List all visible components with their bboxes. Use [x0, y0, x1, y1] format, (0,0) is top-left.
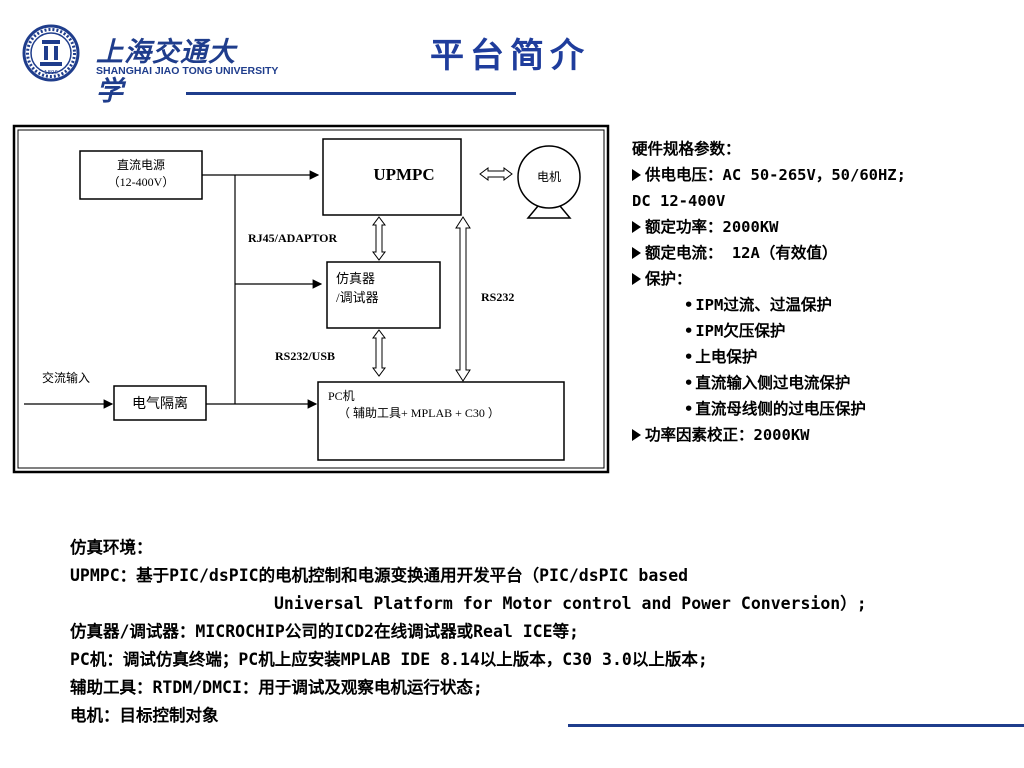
dc-source-box — [79, 150, 203, 200]
arrow-bullet-icon — [632, 221, 641, 233]
spec-heading: 硬件规格参数： — [632, 140, 741, 158]
upmpc-label: UPMPC — [373, 165, 434, 184]
notes-upmpc-cont: Universal Platform for Motor control and… — [274, 594, 867, 613]
spec-pf: 功率因素校正：2000KW — [632, 422, 1016, 448]
footer-rule — [568, 724, 1024, 727]
spec-voltage: 供电电压：AC 50-265V，50/60HZ; — [632, 162, 1016, 188]
spec-voltage-cont: DC 12-400V — [632, 192, 726, 210]
seal-year: 1896 — [44, 70, 58, 76]
notes-motor: 电机：目标控制对象 — [70, 706, 219, 725]
logo-english-name: SHANGHAI JIAO TONG UNIVERSITY — [96, 65, 279, 77]
diagram-frame-outer — [12, 124, 610, 474]
dc-source-label-1: 直流电源 — [117, 158, 165, 172]
pc-label-1: PC机 — [328, 389, 355, 403]
spec-current: 额定电流： 12A（有效值） — [632, 240, 1016, 266]
emulator-box — [326, 261, 441, 329]
notes-tools: 辅助工具：RTDM/DMCI：用于调试及观察电机运行状态; — [70, 678, 483, 697]
notes-heading: 仿真环境： — [70, 538, 153, 557]
hardware-spec-list: 硬件规格参数： 供电电压：AC 50-265V，50/60HZ; DC 12-4… — [632, 136, 1016, 448]
university-logo: 1896 上海交通大学 SHANGHAI JIAO TONG UNIVERSIT… — [22, 24, 278, 107]
ac-input-label: 交流输入 — [42, 370, 90, 385]
upmpc-box — [322, 138, 462, 216]
spec-protection-item: •直流母线侧的过电压保护 — [632, 396, 1016, 422]
pc-box — [317, 381, 565, 461]
upmpc-emulator-arrow — [372, 216, 386, 261]
motor-label: 电机 — [537, 170, 561, 184]
spec-protection-item: •IPM欠压保护 — [632, 318, 1016, 344]
spec-power: 额定功率：2000KW — [632, 214, 1016, 240]
arrow-bullet-icon — [632, 429, 641, 441]
rs232usb-label: RS232/USB — [275, 349, 335, 363]
rs232-label: RS232 — [481, 290, 514, 304]
dot-bullet-icon: • — [684, 348, 694, 366]
emulator-label-2: /调试器 — [336, 290, 379, 305]
dot-bullet-icon: • — [684, 400, 694, 418]
emulator-pc-arrow — [372, 329, 386, 377]
rj45-label: RJ45/ADAPTOR — [248, 231, 337, 245]
dot-bullet-icon: • — [684, 374, 694, 392]
environment-notes: 仿真环境： UPMPC：基于PIC/dsPIC的电机控制和电源变换通用开发平台（… — [70, 534, 1010, 730]
motor-icon — [517, 145, 581, 219]
upmpc-pc-arrow — [455, 216, 471, 382]
dot-bullet-icon: • — [684, 322, 694, 340]
diagram-frame-inner — [17, 129, 605, 469]
logo-chinese-name: 上海交通大学 — [96, 37, 236, 107]
dot-bullet-icon: • — [684, 296, 694, 314]
emulator-label-1: 仿真器 — [336, 271, 375, 286]
spec-protection-item: •直流输入侧过电流保护 — [632, 370, 1016, 396]
isolation-label: 电气隔离 — [132, 395, 188, 412]
arrow-bullet-icon — [632, 169, 641, 181]
pc-label-2: （ 辅助工具+ MPLAB + C30 ） — [338, 406, 500, 420]
spec-protection-item: •上电保护 — [632, 344, 1016, 370]
spec-protection: 保护： — [632, 266, 1016, 292]
arrow-bullet-icon — [632, 273, 641, 285]
university-seal-icon: 1896 — [22, 24, 80, 82]
dc-source-label-2: （12-400V） — [108, 175, 175, 189]
arrow-bullet-icon — [632, 247, 641, 259]
notes-upmpc: UPMPC：基于PIC/dsPIC的电机控制和电源变换通用开发平台（PIC/ds… — [70, 566, 689, 585]
upmpc-motor-arrow — [479, 167, 513, 181]
notes-emulator: 仿真器/调试器：MICROCHIP公司的ICD2在线调试器或Real ICE等; — [70, 622, 579, 641]
spec-protection-item: •IPM过流、过温保护 — [632, 292, 1016, 318]
title-underline — [186, 92, 516, 95]
notes-pc: PC机：调试仿真终端；PC机上应安装MPLAB IDE 8.14以上版本，C30… — [70, 650, 708, 669]
isolation-box — [113, 385, 207, 421]
page-title: 平台简介 — [430, 36, 590, 76]
